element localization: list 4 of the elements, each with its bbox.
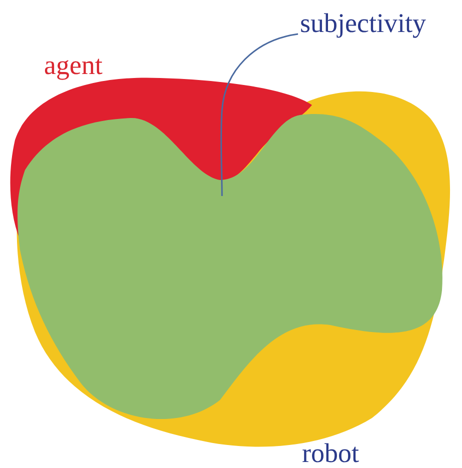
region-label: agent xyxy=(44,52,102,79)
leader-line xyxy=(220,33,298,196)
region-label: robot xyxy=(302,440,359,467)
region-label: subjectivity xyxy=(300,10,426,37)
